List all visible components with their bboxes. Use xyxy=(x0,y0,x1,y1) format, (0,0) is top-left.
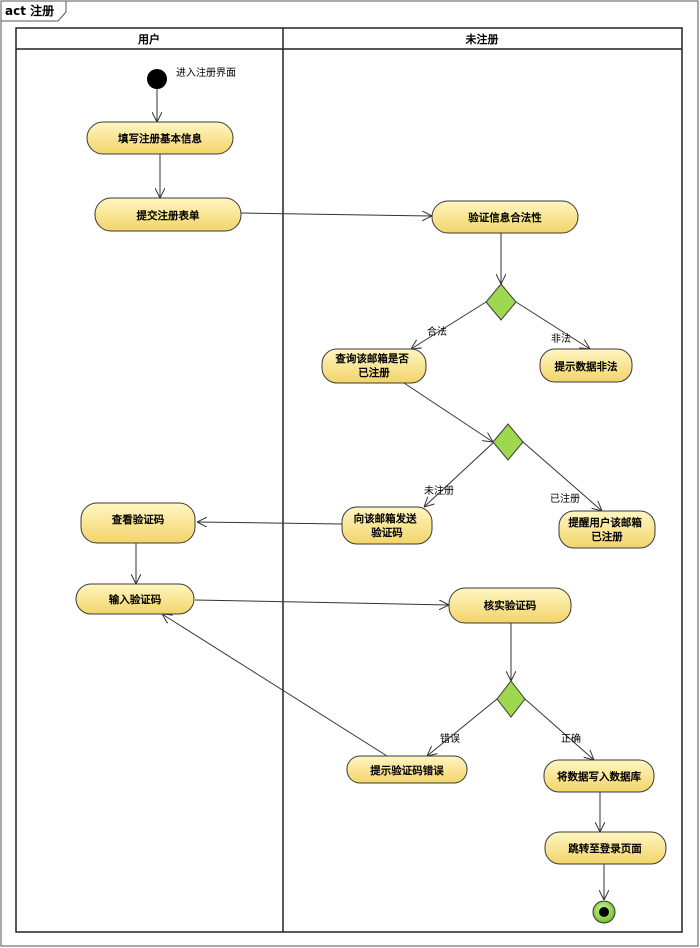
svg-text:提交注册表单: 提交注册表单 xyxy=(137,209,200,222)
activity-submit-form: 提交注册表单 xyxy=(94,197,242,232)
edges xyxy=(136,89,604,900)
frame-title: act 注册 xyxy=(5,3,54,18)
activity-verify-code: 核实验证码 xyxy=(448,587,572,624)
initial-node xyxy=(147,69,167,89)
svg-text:将数据写入数据库: 将数据写入数据库 xyxy=(557,770,641,783)
activity-view-code: 查看验证码 xyxy=(80,502,196,544)
decision-code xyxy=(496,680,526,718)
decisions xyxy=(485,283,526,718)
svg-text:提醒用户该邮箱 已注册: 提醒用户该邮箱 已注册 xyxy=(568,516,645,543)
remind-line-1: 提醒用户该邮箱 xyxy=(568,516,642,529)
svg-text:查看验证码: 查看验证码 xyxy=(111,513,165,526)
start-label: 进入注册界面 xyxy=(176,66,236,79)
activity-data-invalid: 提示数据非法 xyxy=(539,348,633,383)
guard-correct: 正确 xyxy=(561,732,581,745)
activity-send-code: 向该邮箱发送 验证码 xyxy=(341,506,433,545)
activity-check-email: 查询该邮箱是否 已注册 xyxy=(321,348,427,384)
guard-unregistered: 未注册 xyxy=(424,484,454,497)
svg-text:填写注册基本信息: 填写注册基本信息 xyxy=(118,132,202,145)
svg-text:跳转至登录页面: 跳转至登录页面 xyxy=(568,842,642,855)
guard-wrong: 错误 xyxy=(440,732,460,745)
guards: 合法 非法 未注册 已注册 错误 正确 xyxy=(424,325,581,745)
activity-remind-registered: 提醒用户该邮箱 已注册 xyxy=(558,510,656,549)
guard-registered: 已注册 xyxy=(550,492,580,505)
send-code-line-1: 向该邮箱发送 xyxy=(354,512,417,525)
activity-code-error: 提示验证码错误 xyxy=(346,755,468,784)
lane-title-system: 未注册 xyxy=(465,32,499,46)
activity-fill-info: 填写注册基本信息 xyxy=(86,121,234,155)
remind-line-2: 已注册 xyxy=(591,530,623,543)
activity-enter-code: 输入验证码 xyxy=(75,583,195,615)
frame-title-tab xyxy=(0,0,67,22)
guard-illegal: 非法 xyxy=(551,332,571,345)
svg-text:验证信息合法性: 验证信息合法性 xyxy=(468,211,542,224)
svg-text:查询该邮箱是否 已注册: 查询该邮箱是否 已注册 xyxy=(334,352,412,379)
activity-goto-login: 跳转至登录页面 xyxy=(544,831,667,865)
activity-write-db: 将数据写入数据库 xyxy=(543,759,655,793)
final-node xyxy=(592,900,616,924)
check-email-line-2: 已注册 xyxy=(358,366,390,379)
guard-legal: 合法 xyxy=(427,325,447,338)
svg-text:向该邮箱发送 验证码: 向该邮箱发送 验证码 xyxy=(354,512,421,539)
send-code-line-2: 验证码 xyxy=(371,526,403,539)
activity-validate-info: 验证信息合法性 xyxy=(431,200,579,234)
decision-validity xyxy=(485,283,517,321)
lane-title-user: 用户 xyxy=(138,32,160,46)
check-email-line-1: 查询该邮箱是否 xyxy=(334,352,409,365)
decision-registered xyxy=(492,423,524,461)
svg-text:输入验证码: 输入验证码 xyxy=(109,593,162,606)
svg-text:核实验证码: 核实验证码 xyxy=(484,599,537,612)
svg-text:提示数据非法: 提示数据非法 xyxy=(555,360,618,373)
svg-text:提示验证码错误: 提示验证码错误 xyxy=(370,764,444,777)
swimlanes: 用户 未注册 xyxy=(15,27,683,933)
